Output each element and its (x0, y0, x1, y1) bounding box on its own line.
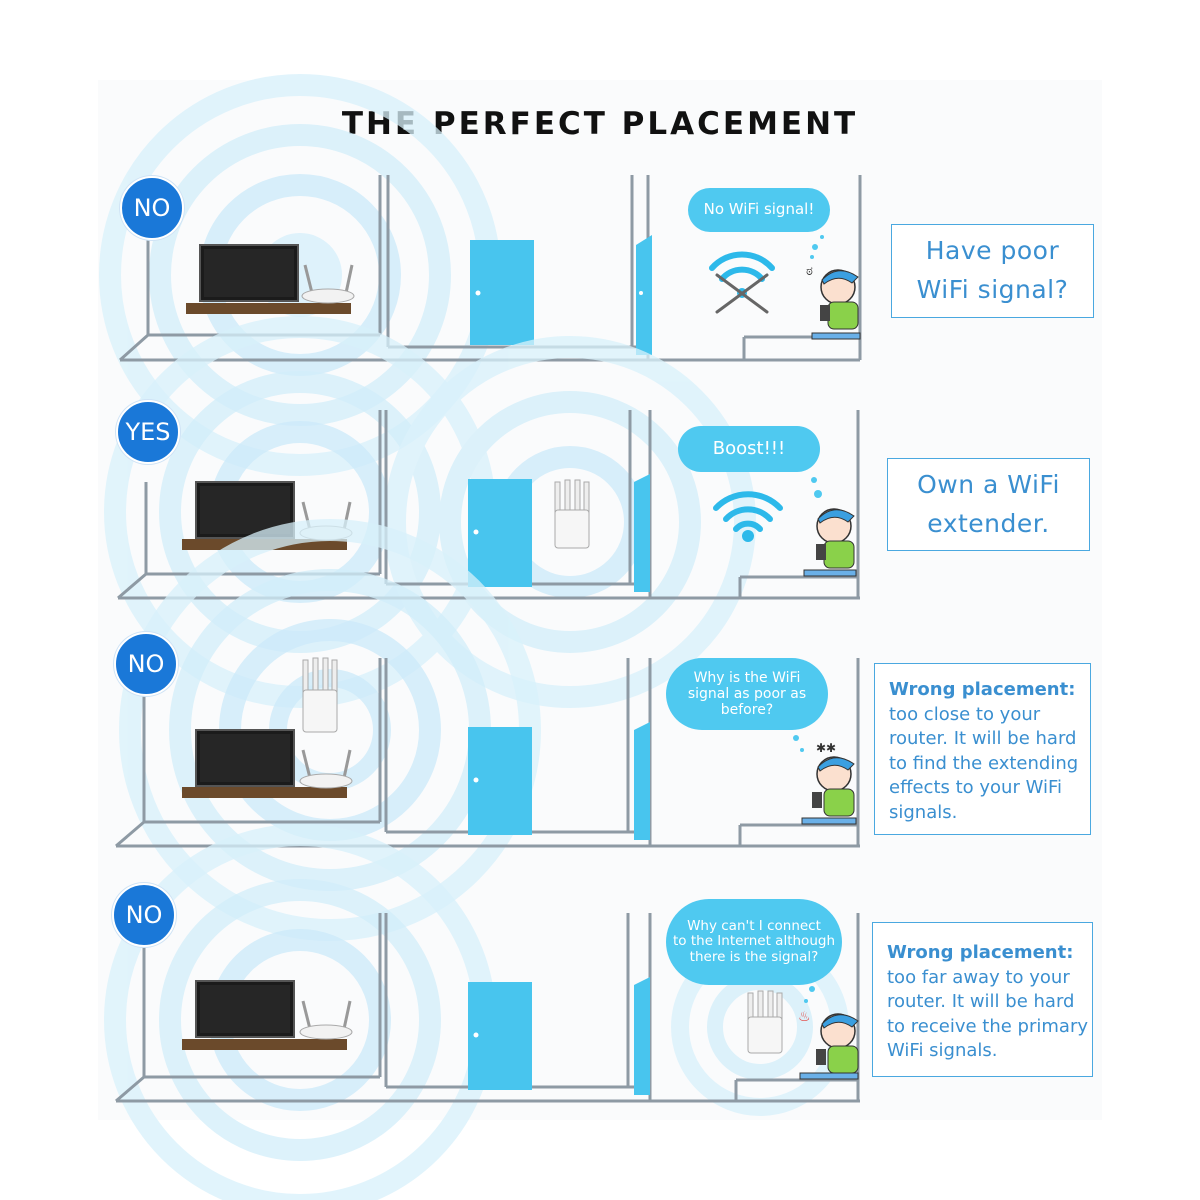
kid-icon: ✱✱ (793, 735, 856, 824)
info-line: to find the extending (889, 752, 1090, 777)
info-line: WiFi signal? (917, 271, 1069, 310)
tv-icon (196, 730, 294, 786)
info-line: effects to your WiFi (889, 776, 1090, 801)
panel-3-scene: ✱✱ NO Why is the WiFi signal as poor as … (100, 650, 870, 850)
placement-badge: NO (114, 632, 178, 696)
speech-bubble: Why is the WiFi signal as poor as before… (666, 658, 828, 730)
door-side (636, 235, 652, 355)
shelf (182, 1039, 347, 1050)
no-wifi-icon (712, 254, 772, 312)
panel-1-scene: ಠ NO No WiFi signal! (100, 165, 870, 365)
info-line: WiFi signals. (887, 1039, 1092, 1064)
info-line: too close to your (889, 703, 1090, 728)
info-line: too far away to your (887, 966, 1092, 991)
panel-4-scene: ♨ NO Why can't I connect to the Internet… (100, 905, 870, 1105)
kid-icon (804, 477, 856, 576)
speech-bubble: Boost!!! (678, 426, 820, 472)
tv-icon (196, 981, 294, 1037)
shelf (186, 303, 351, 314)
svg-text:ಠ: ಠ (806, 264, 813, 279)
info-line: signals. (889, 801, 1090, 826)
door-side (634, 977, 650, 1095)
info-heading: Wrong placement: (887, 941, 1092, 966)
extender-icon (748, 991, 782, 1053)
info-line: extender. (927, 505, 1049, 544)
placement-badge: NO (112, 883, 176, 947)
router-icon (300, 1001, 352, 1039)
speech-line: before? (721, 702, 774, 718)
extender-icon (555, 480, 589, 548)
info-heading: Wrong placement: (889, 678, 1090, 703)
info-box-1: Have poor WiFi signal? (891, 224, 1094, 318)
svg-text:♨: ♨ (798, 1009, 811, 1025)
info-box-4: Wrong placement: too far away to your ro… (872, 922, 1093, 1077)
info-line: router. It will be hard (889, 727, 1090, 752)
placement-badge: YES (116, 400, 180, 464)
extender-icon (303, 658, 337, 732)
info-box-2: Own a WiFi extender. (887, 458, 1090, 551)
router-icon (300, 750, 352, 788)
tv-icon (200, 245, 298, 301)
placement-badge: NO (120, 176, 184, 240)
svg-text:✱✱: ✱✱ (816, 741, 836, 755)
info-box-3: Wrong placement: too close to your route… (874, 663, 1091, 835)
speech-bubble: No WiFi signal! (688, 188, 830, 232)
info-line: Own a WiFi (917, 466, 1060, 505)
shelf (182, 787, 347, 798)
speech-line: signal as poor as (688, 686, 806, 702)
kid-icon: ಠ (806, 235, 860, 339)
speech-line: to the Internet although (673, 934, 835, 950)
info-line: to receive the primary (887, 1015, 1092, 1040)
speech-line: Why is the WiFi (694, 670, 801, 686)
door-side (634, 722, 650, 840)
info-line: router. It will be hard (887, 990, 1092, 1015)
info-line: Have poor (926, 232, 1059, 271)
door-side (634, 474, 650, 592)
speech-line: Why can't I connect (687, 919, 821, 935)
speech-bubble: Why can't I connect to the Internet alth… (666, 899, 842, 985)
speech-line: there is the signal? (690, 950, 819, 966)
